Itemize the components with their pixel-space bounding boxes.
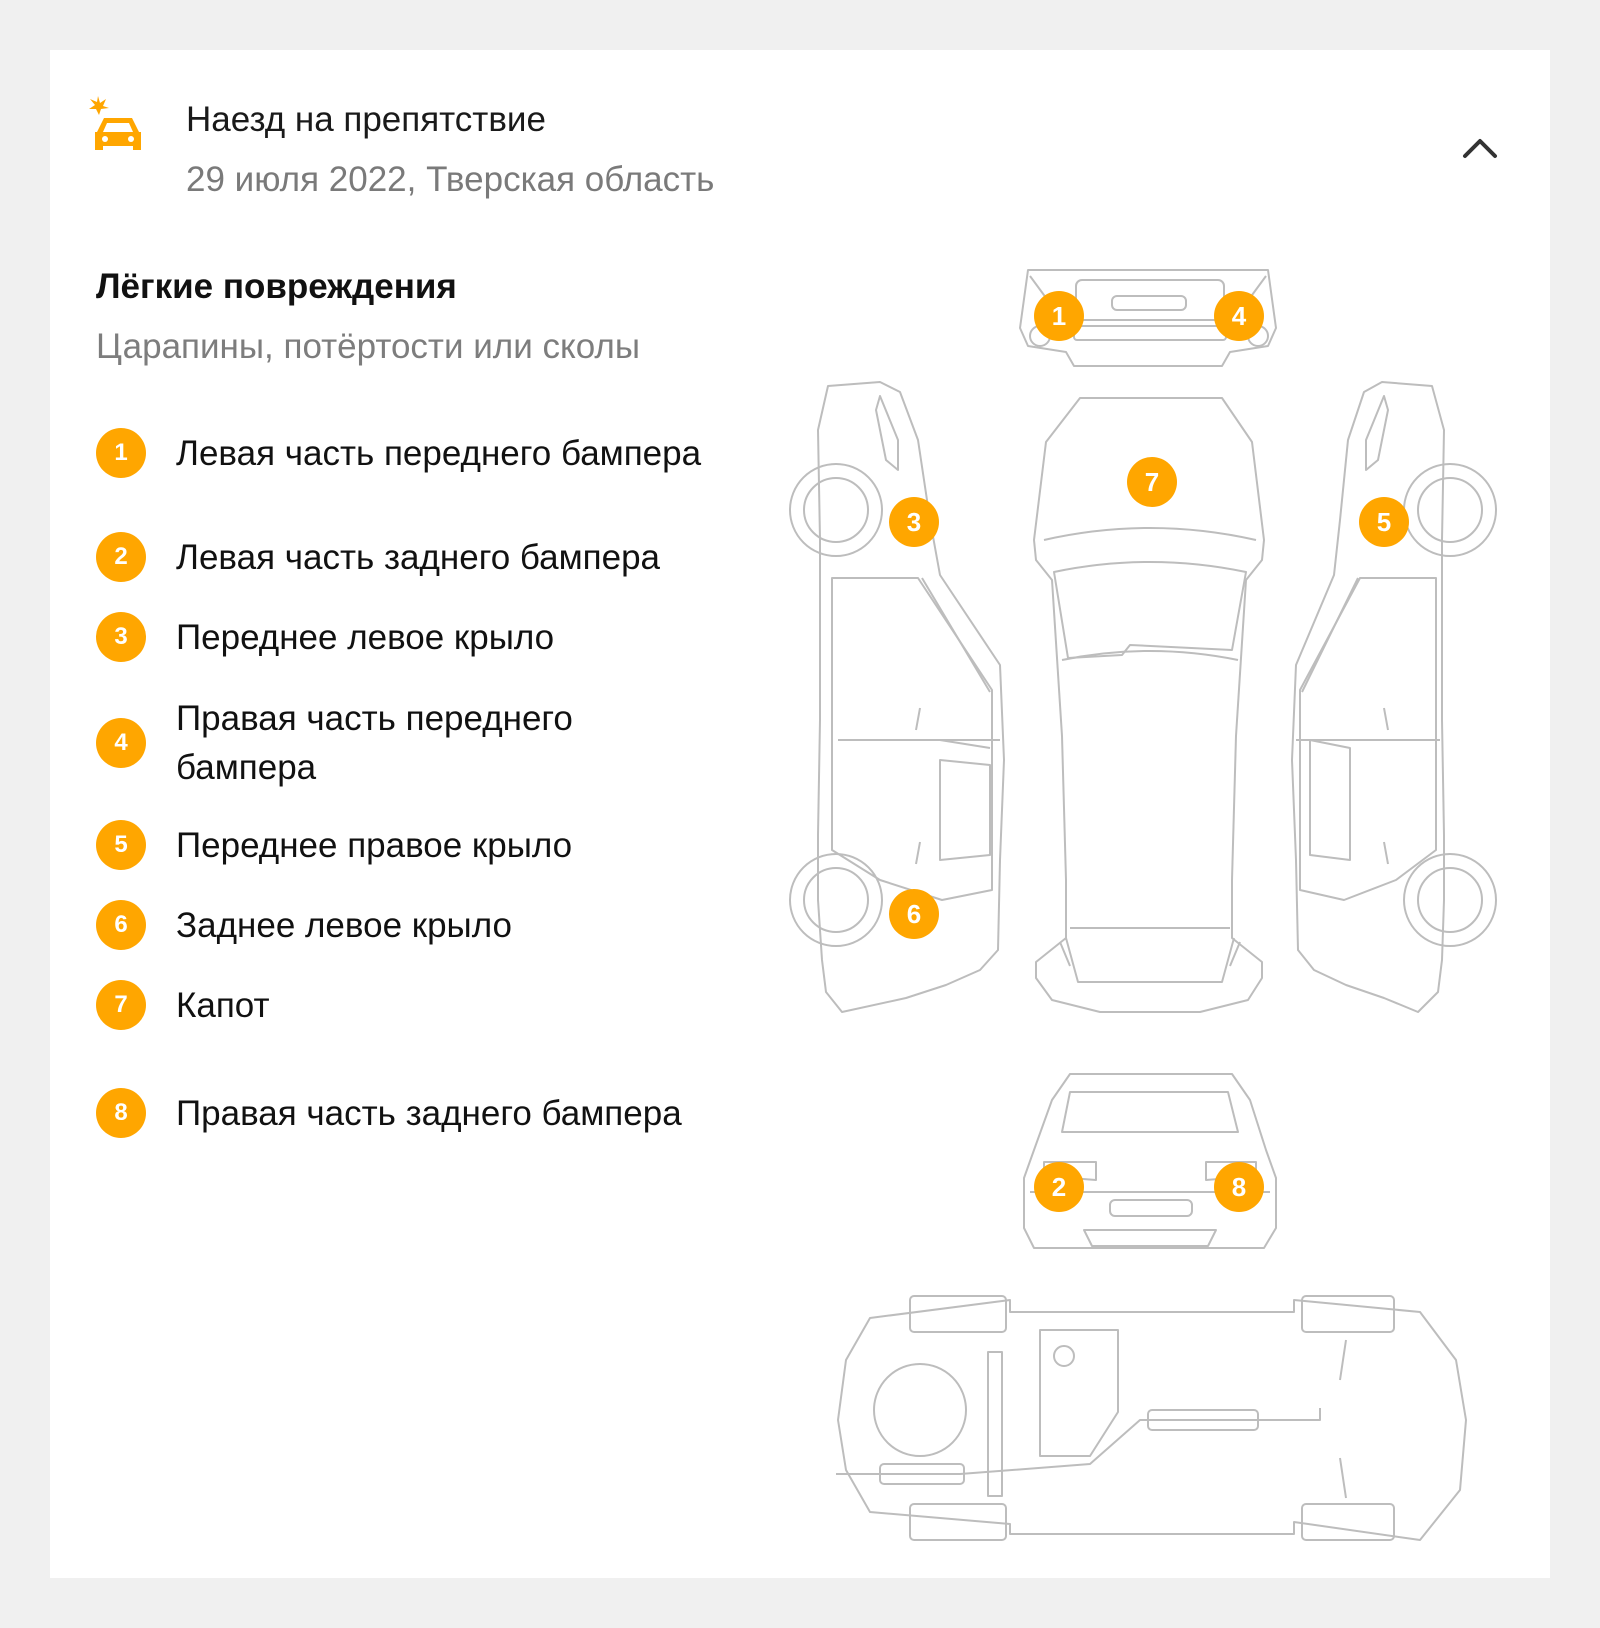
damage-marker-label: 8 [1232,1172,1246,1202]
incident-title: Наезд на препятствие [186,100,546,139]
damage-number-badge: 5 [96,820,146,870]
car-right-side-view [1291,381,1497,1013]
damage-item: 3 Переднее левое крыло [96,612,736,662]
damage-marker-3[interactable]: 3 [889,497,939,547]
damage-item: 7 Капот [96,980,736,1030]
damage-label: Заднее левое крыло [176,905,512,945]
damage-marker-6[interactable]: 6 [889,889,939,939]
damage-label: Левая часть переднего бампера [176,433,702,473]
damage-label: Капот [176,985,270,1025]
chevron-up-icon[interactable] [1456,128,1504,168]
damage-item: 8 Правая часть заднего бампера [96,1062,736,1164]
car-crash-icon [89,96,141,150]
damage-label: Переднее правое крыло [176,825,573,865]
damage-number-badge: 1 [96,428,146,478]
damage-label: Переднее левое крыло [176,617,555,657]
damage-marker-label: 2 [1052,1172,1066,1202]
damage-marker-label: 7 [1145,467,1159,497]
damage-marker-label: 5 [1377,507,1391,537]
car-rear-view [1023,1073,1277,1249]
damage-label: Правая часть переднего бампера [176,699,573,787]
damage-marker-4[interactable]: 4 [1214,291,1264,341]
damage-marker-label: 4 [1232,301,1247,331]
damage-item: 6 Заднее левое крыло [96,900,736,950]
damage-marker-label: 1 [1052,301,1066,331]
damage-marker-2[interactable]: 2 [1034,1162,1084,1212]
damage-number-badge: 7 [96,980,146,1030]
damage-number-badge: 4 [96,718,146,768]
car-underbody-view [836,1295,1467,1541]
damage-item: 2 Левая часть заднего бампера [96,532,736,582]
damage-marker-8[interactable]: 8 [1214,1162,1264,1212]
damage-marker-label: 3 [907,507,921,537]
damage-marker-5[interactable]: 5 [1359,497,1409,547]
damage-number-badge: 6 [96,900,146,950]
damage-marker-1[interactable]: 1 [1034,291,1084,341]
damage-label: Правая часть заднего бампера [176,1093,682,1133]
damage-item: 5 Переднее правое крыло [96,820,736,870]
damage-marker-7[interactable]: 7 [1127,457,1177,507]
damage-number-badge: 3 [96,612,146,662]
damage-label: Левая часть заднего бампера [176,537,661,577]
car-top-view [1033,397,1265,1013]
severity-description: Царапины, потёртости или сколы [96,327,640,366]
damage-number-badge: 8 [96,1088,146,1138]
damage-item: 1 Левая часть переднего бампера [96,402,736,504]
damage-item: 4 Правая часть переднего бампера [96,692,736,794]
damage-number-badge: 2 [96,532,146,582]
car-left-side-view [789,381,1005,1013]
incident-subtitle: 29 июля 2022, Тверская область [186,160,715,199]
damage-marker-label: 6 [907,899,921,929]
severity-title: Лёгкие повреждения [96,267,457,306]
